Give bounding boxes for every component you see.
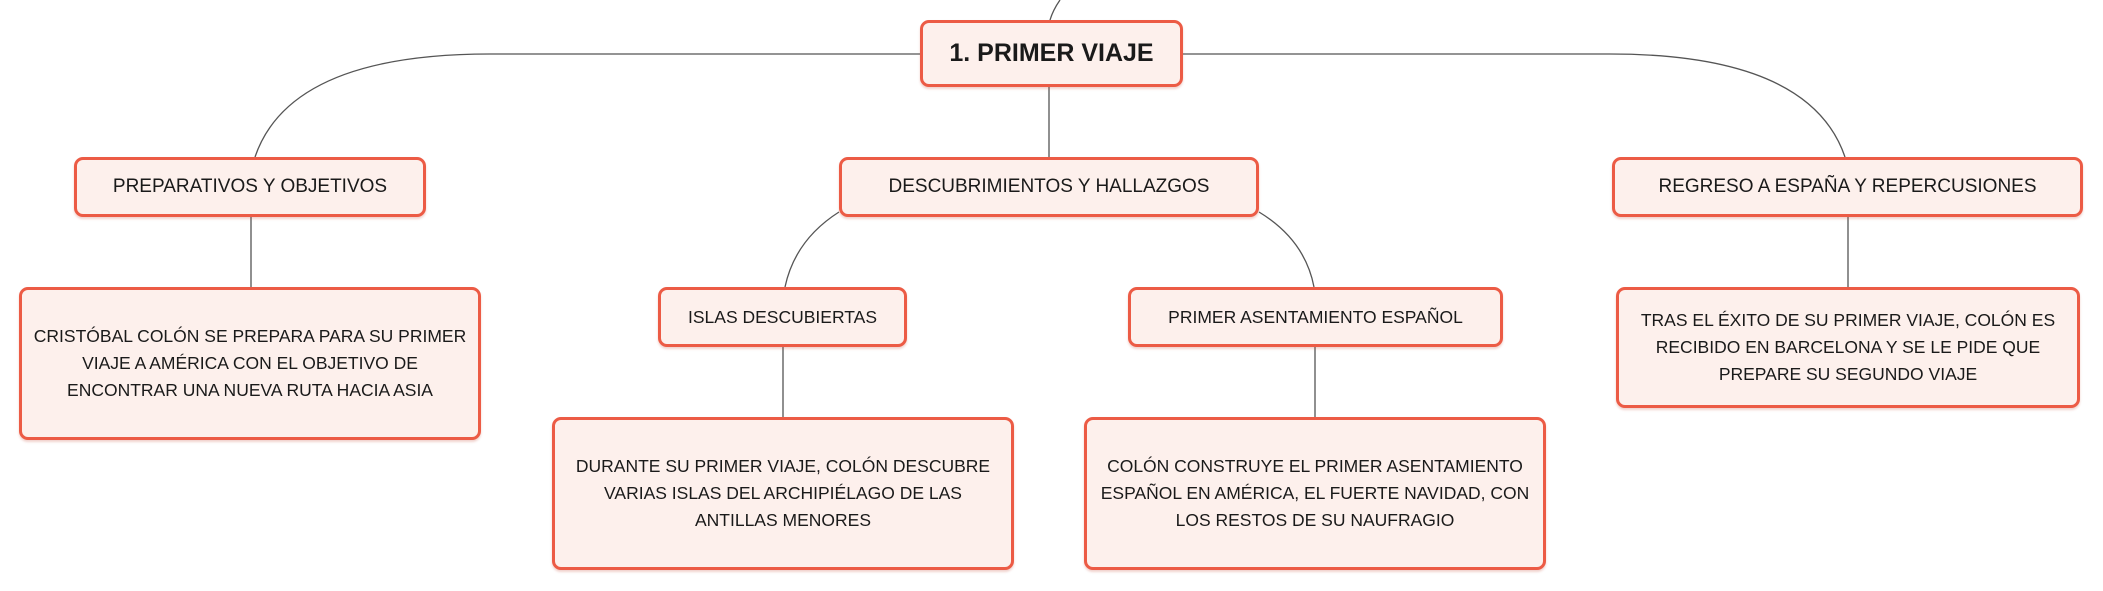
node-preparativos[interactable]: PREPARATIVOS Y OBJETIVOS [74, 157, 426, 217]
connector-root-regreso [1183, 53, 1846, 158]
node-text: CRISTÓBAL COLÓN SE PREPARA PARA SU PRIME… [33, 326, 467, 400]
node-label: DESCUBRIMIENTOS Y HALLAZGOS [888, 176, 1210, 197]
node-islas-detail[interactable]: DURANTE SU PRIMER VIAJE, COLÓN DESCUBRE … [552, 417, 1014, 570]
connector-root-preparativos [254, 53, 920, 158]
node-label: ISLAS DESCUBIERTAS [688, 306, 877, 327]
node-text: DURANTE SU PRIMER VIAJE, COLÓN DESCUBRE … [575, 456, 991, 530]
node-asentamiento[interactable]: PRIMER ASENTAMIENTO ESPAÑOL [1128, 287, 1503, 347]
node-descubrimientos[interactable]: DESCUBRIMIENTOS Y HALLAZGOS [839, 157, 1259, 217]
node-text: TRAS EL ÉXITO DE SU PRIMER VIAJE, COLÓN … [1640, 310, 2056, 384]
node-label: PREPARATIVOS Y OBJETIVOS [112, 176, 388, 197]
node-label: REGRESO A ESPAÑA Y REPERCUSIONES [1658, 176, 2037, 197]
node-asentamiento-detail[interactable]: COLÓN CONSTRUYE EL PRIMER ASENTAMIENTO E… [1084, 417, 1546, 570]
node-regreso-detail[interactable]: TRAS EL ÉXITO DE SU PRIMER VIAJE, COLÓN … [1616, 287, 2080, 408]
node-text: COLÓN CONSTRUYE EL PRIMER ASENTAMIENTO E… [1100, 456, 1530, 530]
root-label: 1. PRIMER VIAJE [949, 39, 1154, 67]
node-label: PRIMER ASENTAMIENTO ESPAÑOL [1168, 306, 1463, 327]
node-regreso[interactable]: REGRESO A ESPAÑA Y REPERCUSIONES [1612, 157, 2083, 217]
connector-descubrimientos-islas [784, 211, 840, 288]
connector-parent-root [1049, 0, 1061, 21]
connector-descubrimientos-asentamiento [1258, 211, 1315, 288]
root-node[interactable]: 1. PRIMER VIAJE [920, 20, 1183, 87]
node-preparativos-detail[interactable]: CRISTÓBAL COLÓN SE PREPARA PARA SU PRIME… [19, 287, 481, 440]
node-islas[interactable]: ISLAS DESCUBIERTAS [658, 287, 907, 347]
